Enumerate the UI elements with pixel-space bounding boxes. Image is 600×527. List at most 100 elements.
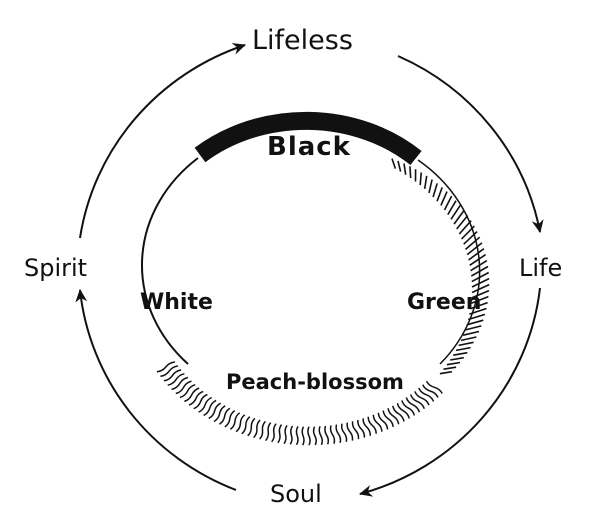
peach-blossom-hatch-stroke	[409, 394, 426, 409]
peach-blossom-hatch-stroke	[208, 402, 221, 420]
green-hatch-stroke	[469, 253, 487, 266]
peach-blossom-hatch-stroke	[156, 361, 175, 373]
peach-blossom-hatch-stroke	[253, 419, 261, 439]
peach-blossom-hatch-stroke	[362, 418, 372, 436]
peach-blossom-hatch-stroke	[351, 421, 360, 440]
label-soul: Soul	[270, 480, 322, 508]
peach-blossom-hatch-stroke	[392, 405, 405, 422]
peach-blossom-hatch-stroke	[265, 422, 272, 442]
black-arc	[194, 111, 422, 166]
green-hatch-stroke	[471, 289, 490, 299]
green-hatch-stroke	[391, 158, 397, 169]
green-hatch-stroke	[403, 163, 407, 175]
peach-blossom-hatch-stroke	[324, 425, 330, 445]
peach-blossom-hatch-stroke	[241, 416, 251, 435]
label-peach-blossom: Peach-blossom	[226, 370, 404, 394]
green-hatch-stroke	[432, 183, 438, 198]
label-life: Life	[519, 254, 563, 282]
green-hatch-stroke	[460, 336, 477, 342]
peach-blossom-hatch-stroke	[171, 376, 189, 391]
peach-blossom-hatch-stroke	[418, 387, 435, 402]
peach-blossom-hatch-stroke	[175, 380, 192, 395]
green-hatch-stroke	[428, 179, 433, 194]
peach-blossom-hatch-stroke	[235, 414, 246, 433]
arrow-lifeless-to-life	[397, 55, 544, 233]
arrow-life-to-soul	[359, 287, 541, 497]
green-hatch-stroke	[446, 361, 461, 366]
peach-blossom-hatched-arc	[156, 361, 443, 446]
arrow-soul-to-spirit	[75, 289, 237, 491]
green-hatch-stroke	[458, 341, 474, 347]
green-hatch-stroke	[463, 231, 478, 245]
green-hatch-stroke	[450, 204, 461, 220]
green-hatch-stroke	[470, 301, 488, 310]
green-hatch-stroke	[439, 370, 453, 375]
green-hatch-stroke	[423, 175, 428, 190]
green-hatch-stroke	[397, 160, 402, 172]
peach-blossom-hatch-stroke	[414, 391, 430, 406]
peach-blossom-hatch-stroke	[372, 414, 383, 432]
peach-blossom-hatch-stroke	[425, 380, 443, 394]
peach-blossom-hatch-stroke	[382, 410, 394, 428]
green-hatch-stroke	[471, 277, 490, 288]
green-hatch-stroke	[456, 214, 469, 230]
label-lifeless: Lifeless	[252, 25, 353, 56]
peach-blossom-hatch-stroke	[422, 384, 439, 398]
peach-blossom-hatch-stroke	[184, 387, 200, 403]
green-hatch-stroke	[450, 356, 464, 361]
green-hatch-stroke	[470, 295, 489, 305]
peach-blossom-hatch-stroke	[271, 423, 277, 443]
peach-blossom-hatch-stroke	[335, 424, 342, 443]
peach-blossom-hatch-stroke	[329, 425, 336, 444]
green-hatch-stroke	[458, 220, 472, 235]
peach-blossom-hatch-stroke	[318, 426, 323, 446]
peach-blossom-hatch-stroke	[340, 423, 348, 442]
peach-blossom-hatch-stroke	[301, 426, 305, 446]
green-hatch-stroke	[447, 200, 457, 216]
green-hatch-stroke	[455, 346, 471, 352]
peach-blossom-hatch-stroke	[198, 396, 213, 413]
peach-blossom-hatch-stroke	[312, 426, 317, 446]
label-green: Green	[407, 290, 482, 315]
label-spirit: Spirit	[24, 254, 88, 282]
peach-blossom-hatch-stroke	[213, 405, 226, 423]
label-white: White	[140, 290, 213, 315]
peach-blossom-hatch-stroke	[229, 412, 241, 431]
green-hatch-stroke	[466, 319, 484, 326]
peach-blossom-hatch-stroke	[346, 422, 354, 441]
peach-blossom-hatch-stroke	[405, 397, 421, 413]
peach-blossom-hatch-stroke	[224, 409, 236, 428]
peach-blossom-hatch-stroke	[179, 383, 196, 399]
peach-blossom-hatch-stroke	[357, 419, 366, 438]
peach-blossom-hatch-stroke	[167, 373, 185, 386]
peach-blossom-hatch-stroke	[377, 412, 389, 430]
peach-blossom-hatch-stroke	[193, 393, 208, 410]
inner-ring-edge	[417, 159, 481, 365]
peach-blossom-hatch-stroke	[218, 407, 231, 425]
peach-blossom-hatch-stroke	[163, 369, 182, 382]
peach-blossom-hatch-stroke	[247, 417, 256, 437]
green-hatch-stroke	[471, 283, 490, 294]
white-arc	[141, 157, 199, 365]
green-hatch-stroke	[440, 191, 448, 206]
green-hatch-stroke	[453, 209, 465, 225]
peach-blossom-hatch-stroke	[283, 424, 288, 445]
green-hatch-stroke	[443, 366, 457, 370]
green-hatch-stroke	[464, 236, 481, 251]
peach-blossom-hatch-stroke	[259, 420, 266, 440]
peach-blossom-hatch-stroke	[295, 426, 299, 446]
peach-blossom-hatch-stroke	[203, 399, 217, 417]
green-hatch-stroke	[453, 351, 468, 356]
peach-blossom-hatch-stroke	[289, 425, 294, 445]
green-hatch-stroke	[462, 330, 480, 336]
green-hatch-stroke	[409, 166, 412, 179]
arrow-spirit-to-lifeless	[79, 43, 246, 239]
green-hatched-arc	[391, 158, 490, 375]
green-hatch-stroke	[470, 259, 488, 272]
peach-blossom-hatch-stroke	[307, 426, 311, 446]
green-hatch-stroke	[464, 325, 482, 331]
green-hatch-stroke	[419, 172, 422, 186]
peach-blossom-hatch-stroke	[277, 424, 283, 444]
